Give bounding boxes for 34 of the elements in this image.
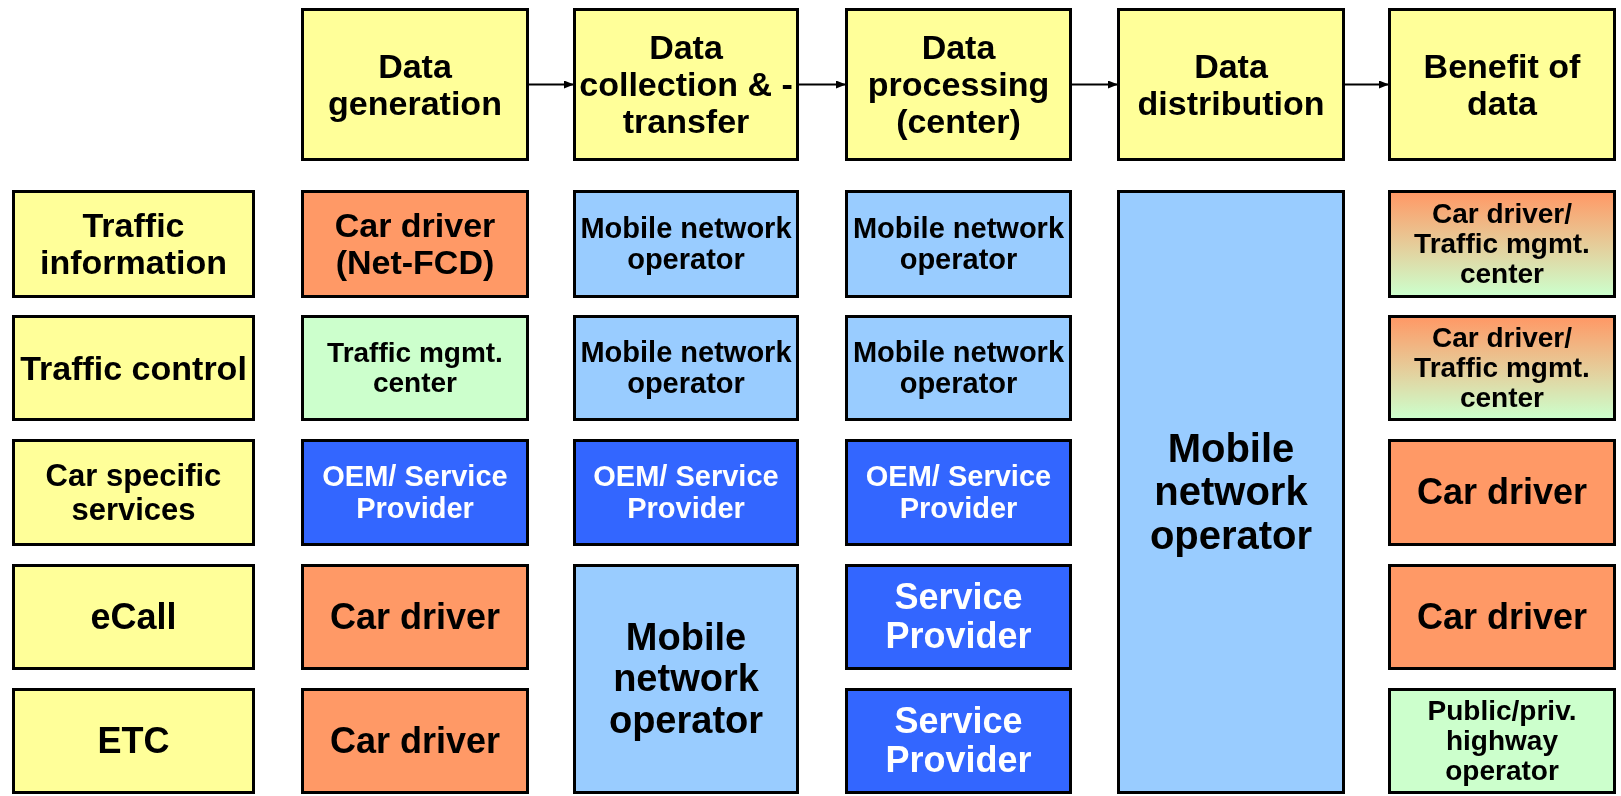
- stage-header-box: Data generation: [301, 8, 529, 161]
- arrow: [798, 80, 846, 89]
- actor-box: Car driver/ Traffic mgmt. center: [1388, 190, 1616, 298]
- actor-box: Car driver: [301, 564, 529, 670]
- actor-box: Car driver: [1388, 439, 1616, 546]
- actor-box: Car driver/ Traffic mgmt. center: [1388, 315, 1616, 421]
- actor-box: Service Provider: [845, 564, 1072, 670]
- actor-box: Mobile network operator: [845, 315, 1072, 421]
- service-box: Car specific services: [12, 439, 255, 546]
- actor-box: Service Provider: [845, 688, 1072, 794]
- service-box: Traffic information: [12, 190, 255, 298]
- service-box: eCall: [12, 564, 255, 670]
- actor-box: OEM/ Service Provider: [301, 439, 529, 546]
- actor-box: Mobile network operator: [573, 564, 799, 794]
- arrow: [1344, 80, 1389, 89]
- actor-box: Mobile network operator: [1117, 190, 1345, 794]
- stage-header-box: Benefit of data: [1388, 8, 1616, 161]
- stage-header-box: Data processing (center): [845, 8, 1072, 161]
- actor-box: Public/priv. highway operator: [1388, 688, 1616, 794]
- actor-box: Mobile network operator: [573, 315, 799, 421]
- actor-box: OEM/ Service Provider: [845, 439, 1072, 546]
- actor-box: OEM/ Service Provider: [573, 439, 799, 546]
- actor-box: Mobile network operator: [573, 190, 799, 298]
- actor-box: Traffic mgmt. center: [301, 315, 529, 421]
- actor-box: Car driver (Net-FCD): [301, 190, 529, 298]
- actor-box: Mobile network operator: [845, 190, 1072, 298]
- arrow: [528, 80, 574, 89]
- service-box: ETC: [12, 688, 255, 794]
- service-box: Traffic control: [12, 315, 255, 421]
- stage-header-box: Data distribution: [1117, 8, 1345, 161]
- stage-header-box: Data collection & -transfer: [573, 8, 799, 161]
- actor-box: Car driver: [1388, 564, 1616, 670]
- arrow: [1071, 80, 1118, 89]
- actor-box: Car driver: [301, 688, 529, 794]
